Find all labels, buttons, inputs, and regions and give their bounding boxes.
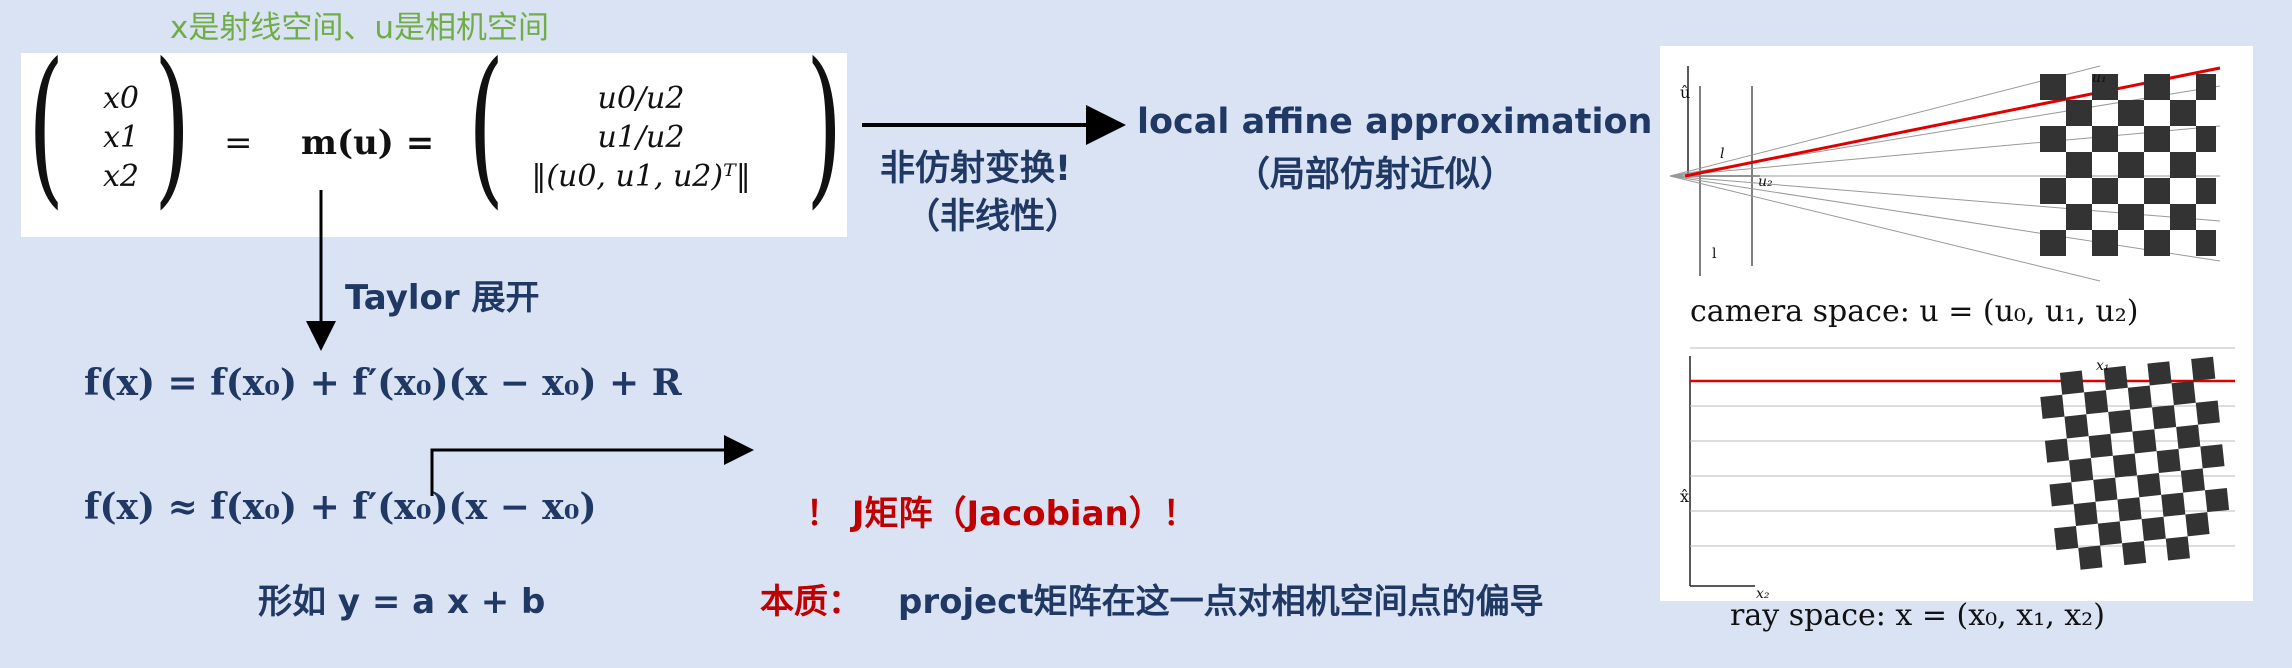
camera-u1-label: u₁: [2092, 70, 2107, 86]
camera-red-ray: [1684, 66, 2221, 178]
matrix-equation-box: ( x0 x1 x2 ) = m(u) = ( u0/u2 u1/u2 ‖(u0…: [21, 41, 847, 237]
taylor-formula: f(x) = f(x₀) + f′(x₀)(x − x₀) + R: [84, 362, 682, 404]
right-paren-x: ): [153, 27, 191, 225]
linear-form: 形如 y = a x + b: [258, 582, 546, 622]
ray-space-diagram: x̂ x₂ x₁: [1680, 347, 2235, 601]
essence-prefix: 本质：: [760, 582, 862, 622]
camera-u-label: û: [1680, 83, 1690, 102]
top-note: x是射线空间、u是相机空间: [170, 10, 549, 46]
camera-space-caption: camera space: u = (u₀, u₁, u₂): [1690, 294, 2139, 329]
camera-bottom-l-label: l: [1712, 246, 1717, 262]
x0-entry: x0: [102, 81, 139, 116]
essence-text: project矩阵在这一点对相机空间点的偏导: [898, 582, 1544, 622]
left-paren-u: (: [467, 27, 505, 225]
u-norm: ‖(u0, u1, u2)ᵀ‖: [531, 159, 751, 194]
m-of-u: m(u) =: [301, 123, 435, 163]
local-affine-cn: （局部仿射近似）: [1235, 155, 1516, 195]
local-affine-label: local affine approximation: [1137, 102, 1653, 142]
taylor-label: Taylor 展开: [345, 278, 540, 318]
left-paren-x: (: [27, 27, 65, 225]
u0-over-u2: u0/u2: [597, 81, 685, 116]
camera-space-diagram: û l u₂ u₁ l: [1669, 65, 2221, 282]
ray-x2-label: x₂: [1756, 586, 1770, 601]
jacobian-label: ！ J矩阵（Jacobian）！: [806, 494, 1197, 534]
ray-space-caption: ray space: x = (x₀, x₁, x₂): [1730, 598, 2105, 633]
figure-panel: û l u₂ u₁ l camera space: u = (u₀, u₁, u…: [1660, 46, 2253, 601]
nonlinear-label: （非线性）: [905, 197, 1081, 237]
ray-x-label: x̂: [1680, 487, 1689, 506]
camera-u2-label: u₂: [1758, 174, 1773, 190]
equals-sign: =: [224, 123, 253, 163]
approx-formula: f(x) ≈ f(x₀) + f′(x₀)(x − x₀): [84, 486, 597, 528]
x1-entry: x1: [102, 120, 139, 155]
nonaffine-label: 非仿射变换!: [880, 149, 1071, 189]
ray-checkerboard: [2040, 356, 2230, 570]
x2-entry: x2: [102, 159, 139, 194]
x-vector: x0 x1 x2: [76, 81, 166, 194]
right-paren-u: ): [805, 27, 843, 225]
camera-checkerboard: [2040, 74, 2216, 256]
arrow-to-jacobian: [430, 435, 754, 496]
u-vector: u0/u2 u1/u2 ‖(u0, u1, u2)ᵀ‖: [496, 81, 786, 194]
camera-l-label: l: [1720, 146, 1724, 162]
u1-over-u2: u1/u2: [597, 120, 685, 155]
ray-x1-label: x₁: [2096, 358, 2110, 374]
